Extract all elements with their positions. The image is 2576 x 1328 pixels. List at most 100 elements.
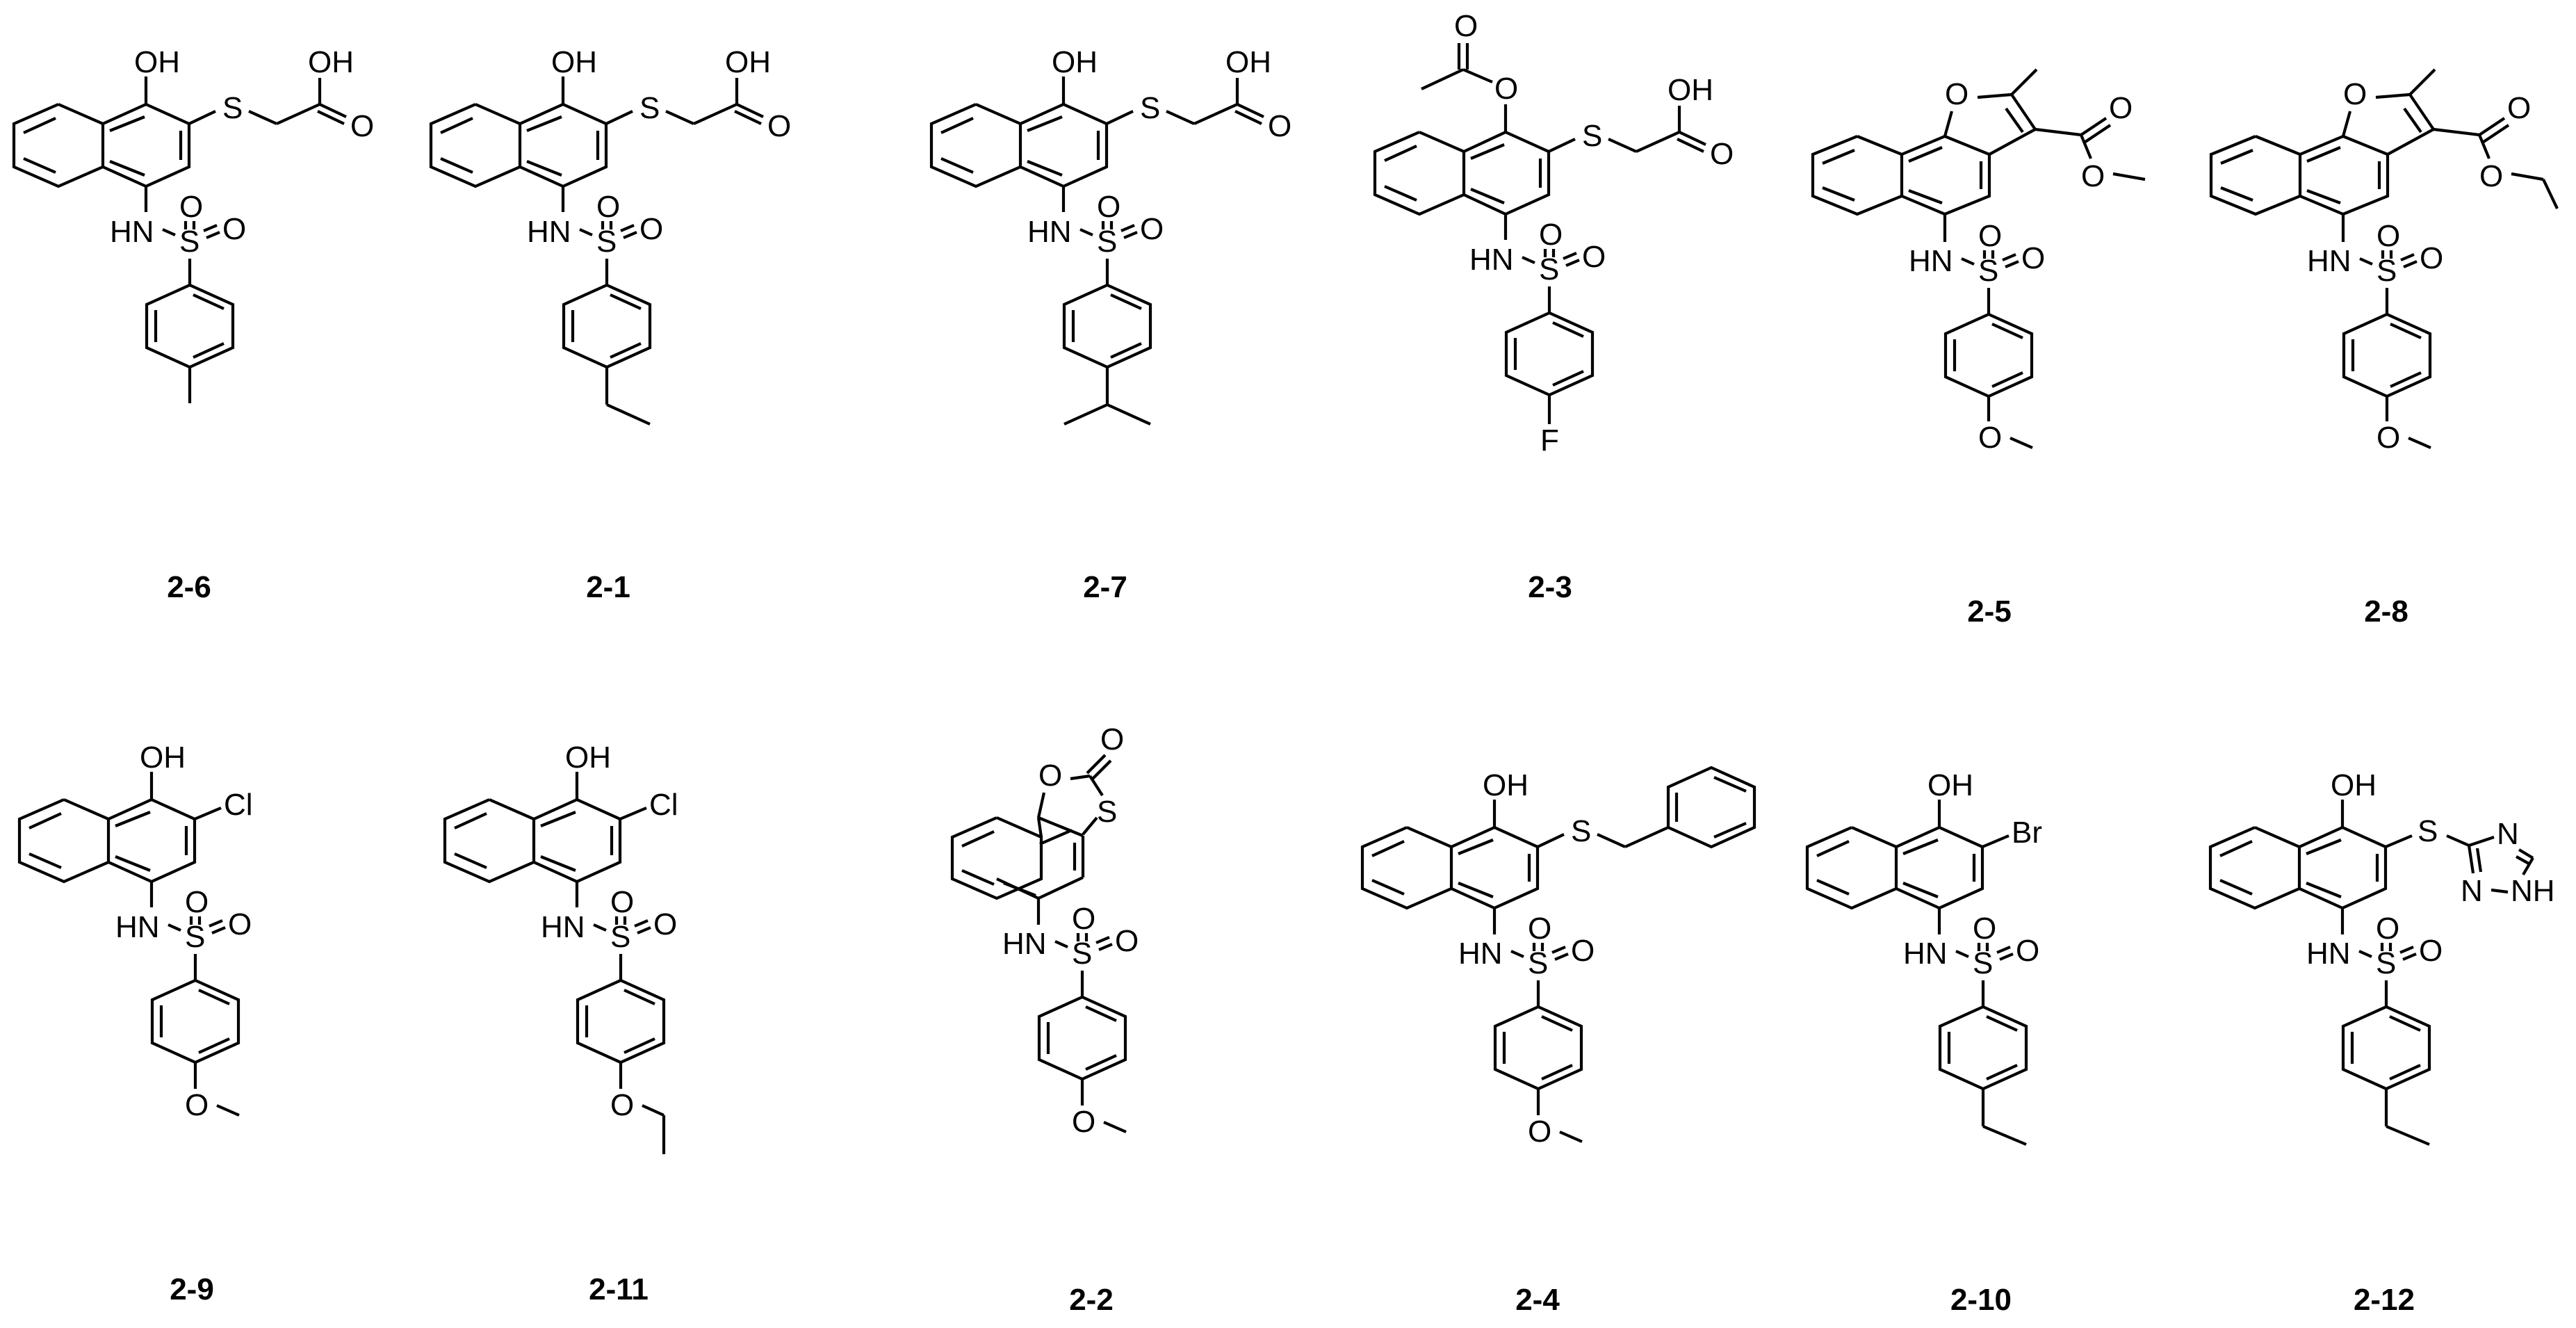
atom-furan-o: O xyxy=(2343,77,2367,111)
compound-2-7: OH S OH O HN S O O 2-7 xyxy=(929,0,1348,626)
atom-sulfonyl-o: O xyxy=(1072,902,1095,936)
atom-hn: HN xyxy=(1027,215,1072,249)
atom-ester-o: O xyxy=(2479,159,2503,193)
compound-label: 2-12 xyxy=(2353,1283,2415,1317)
structure-2-6: OH S OH O HN S O O xyxy=(12,45,374,403)
compound-2-5: O O O HN S O O xyxy=(1800,0,2190,629)
atom-sulfonyl-o: O xyxy=(1097,190,1120,224)
compound-label: 2-5 xyxy=(1967,594,2012,629)
atom-ester-o: O xyxy=(1494,72,1518,106)
atom-oh: OH xyxy=(1483,768,1529,802)
atom-acid-oh: OH xyxy=(1225,45,1271,79)
atom-sulfonyl-o: O xyxy=(222,212,246,246)
atom-sulfonyl-o: O xyxy=(185,885,209,919)
atom-oh: OH xyxy=(140,740,186,775)
atom-carbonyl-o: O xyxy=(2109,91,2133,125)
compound-label: 2-1 xyxy=(586,570,630,604)
atom-sulfonyl-o: O xyxy=(639,212,663,246)
atom-sulfonyl-s: S xyxy=(610,920,630,954)
atom-sulfonyl-o: O xyxy=(610,885,634,919)
atom-sulfonyl-s: S xyxy=(1973,946,1993,980)
compound-2-10: OH Br HN S O O 2-10 xyxy=(1805,695,2196,1328)
atom-sulfonyl-o: O xyxy=(653,907,677,941)
structure-2-1: OH S OH O HN S O O xyxy=(429,45,791,426)
atom-triazole-n: N xyxy=(2497,817,2519,851)
atom-sulfonyl-s: S xyxy=(1539,252,1559,286)
compound-label: 2-4 xyxy=(1515,1283,1560,1317)
atom-acetyl-o: O xyxy=(1454,9,1478,43)
atom-ethoxy-o: O xyxy=(610,1088,634,1122)
atom-sulfonyl-o: O xyxy=(1140,212,1164,246)
atom-sulfonyl-o: O xyxy=(1978,219,2002,253)
atom-s: S xyxy=(2418,814,2438,848)
atom-hn: HN xyxy=(527,215,571,249)
atom-sulfonyl-o: O xyxy=(1539,218,1563,252)
atom-sulfonyl-o: O xyxy=(2376,912,2399,946)
atom-acid-o: O xyxy=(350,109,374,143)
atom-carbonyl-o: O xyxy=(2507,91,2531,125)
atom-s: S xyxy=(1582,119,1602,153)
atom-sulfonyl-o: O xyxy=(2420,241,2443,275)
structure-2-11: OH Cl HN S O O O xyxy=(443,740,678,1154)
atom-sulfonyl-o: O xyxy=(228,907,252,941)
compound-2-6: OH S OH O HN S O O 2-6 xyxy=(0,0,417,626)
atom-sulfonyl-o: O xyxy=(1582,240,1606,274)
atom-triazole-n: N xyxy=(2461,874,2483,908)
atom-acid-o: O xyxy=(1268,109,1291,143)
compound-2-12: OH S N NH N HN S O O 2-12 xyxy=(2208,695,2576,1328)
atom-oh: OH xyxy=(1052,45,1098,79)
atom-acid-oh: OH xyxy=(725,45,771,79)
atom-oh: OH xyxy=(2331,768,2377,802)
atom-ring-s: S xyxy=(1097,795,1117,829)
atom-s: S xyxy=(639,91,660,125)
compound-label: 2-9 xyxy=(170,1272,214,1306)
atom-br: Br xyxy=(2012,816,2042,850)
compound-2-9: OH Cl HN S O O O 2-9 xyxy=(0,695,417,1328)
atom-sulfonyl-o: O xyxy=(1528,912,1551,946)
atom-sulfonyl-o: O xyxy=(2419,934,2443,968)
compound-label: 2-7 xyxy=(1083,570,1127,604)
atom-sulfonyl-s: S xyxy=(185,920,205,954)
atom-acid-oh: OH xyxy=(1668,73,1713,107)
compound-2-1: OH S OH O HN S O O 2-1 xyxy=(429,0,848,626)
atom-hn: HN xyxy=(1002,927,1047,961)
atom-oh: OH xyxy=(565,740,611,775)
compound-2-2: O O S HN S O O xyxy=(931,695,1348,1328)
atom-sulfonyl-s: S xyxy=(2377,254,2397,288)
atom-acid-o: O xyxy=(767,109,791,143)
atom-sulfonyl-o: O xyxy=(1973,912,1996,946)
compound-label: 2-8 xyxy=(2364,594,2408,629)
atom-sulfonyl-o: O xyxy=(1115,924,1139,958)
atom-hn: HN xyxy=(2306,937,2351,971)
structure-2-3: O O S OH O HN S O O xyxy=(1373,9,1734,457)
atom-cl: Cl xyxy=(224,788,253,822)
atom-acid-oh: OH xyxy=(308,45,354,79)
structure-2-5: O O O HN S O O xyxy=(1811,68,2146,455)
atom-acid-o: O xyxy=(1710,137,1734,171)
atom-sulfonyl-s: S xyxy=(1097,225,1117,259)
atom-hn: HN xyxy=(1458,937,1503,971)
atom-s: S xyxy=(1571,814,1591,848)
compound-2-8: O O O HN S O O O xyxy=(2200,0,2575,629)
atom-sulfonyl-o: O xyxy=(2021,241,2045,275)
atom-sulfonyl-s: S xyxy=(179,225,199,259)
atom-cl: Cl xyxy=(649,788,678,822)
structure-2-12: OH S N NH N HN S O O xyxy=(2208,768,2555,1146)
atom-hn: HN xyxy=(2307,244,2351,278)
atom-hn: HN xyxy=(1903,937,1948,971)
atom-ring-o: O xyxy=(1038,759,1062,793)
structure-2-10: OH Br HN S O O xyxy=(1805,768,2042,1146)
atom-sulfonyl-o: O xyxy=(596,190,620,224)
atom-f: F xyxy=(1540,423,1559,457)
atom-hn: HN xyxy=(115,910,160,944)
atom-hn: HN xyxy=(1909,244,1953,278)
atom-s: S xyxy=(1140,91,1160,125)
atom-sulfonyl-s: S xyxy=(596,225,617,259)
atom-methoxy-o: O xyxy=(185,1088,209,1122)
compound-label: 2-2 xyxy=(1069,1283,1114,1317)
structure-2-9: OH Cl HN S O O O xyxy=(17,740,253,1122)
atom-methoxy-o: O xyxy=(1528,1115,1551,1149)
atom-hn: HN xyxy=(541,910,585,944)
compound-label: 2-11 xyxy=(589,1272,649,1306)
atom-sulfonyl-o: O xyxy=(179,190,203,224)
